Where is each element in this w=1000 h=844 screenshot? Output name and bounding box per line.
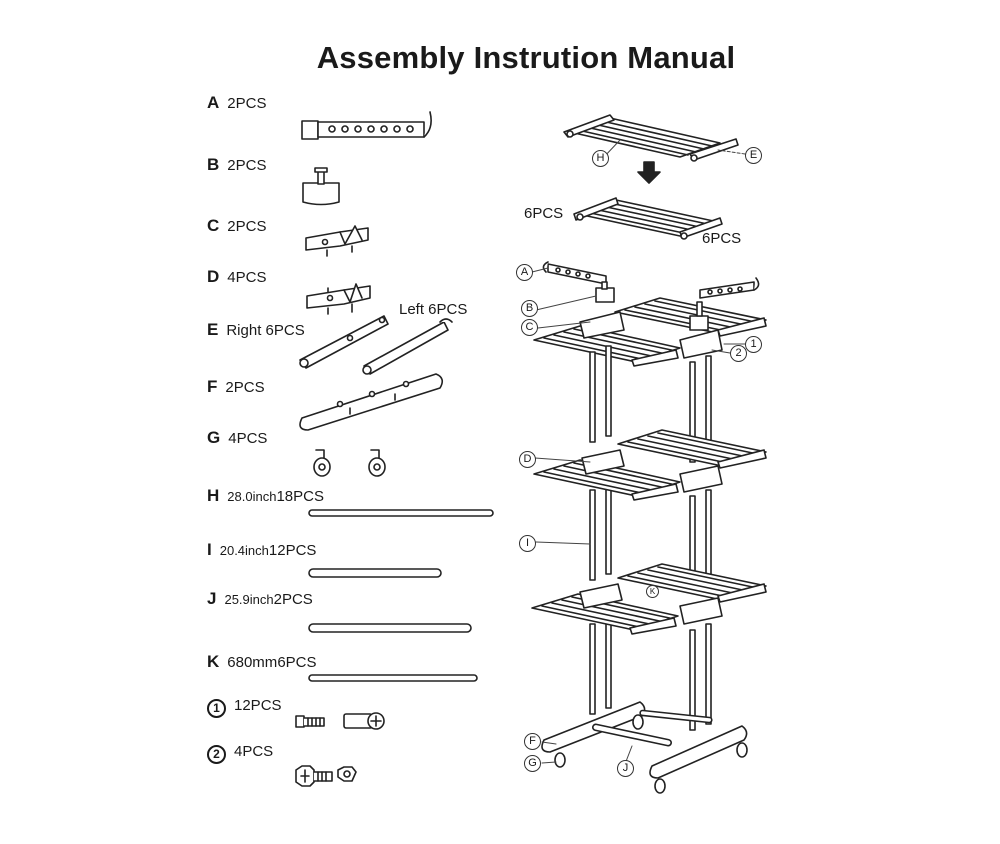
shelf-qty-right-label: 6PCS (702, 230, 742, 247)
callout-1: 1 (745, 336, 762, 353)
part-h-tube-icon (308, 509, 494, 517)
page-title: Assembly Instrution Manual (316, 40, 736, 75)
part-i-tube-icon (308, 568, 442, 578)
part-g-caster-icon (368, 449, 386, 477)
top-shelf-exploded-icon (563, 114, 739, 162)
part-f-base-foot-icon (299, 373, 444, 431)
part-d-connector-icon (306, 283, 371, 315)
rack-base-icon (541, 701, 748, 794)
sleeve-1-icon (343, 712, 385, 730)
callout-h: H (592, 150, 609, 167)
part-a-hanger-bar-icon (301, 111, 432, 140)
part-g-caster-icon (313, 449, 331, 477)
callout-2: 2 (730, 345, 747, 362)
callout-c: C (521, 319, 538, 336)
shelf-qty-left-label: 6PCS (524, 205, 564, 222)
shelf-assembled-icon (573, 197, 723, 240)
callout-d: D (519, 451, 536, 468)
callout-i: I (519, 535, 536, 552)
part-e-right-arm-icon (299, 315, 389, 369)
callout-g: G (524, 755, 541, 772)
vertical-poles-icon (589, 345, 712, 731)
bolt-2-icon (295, 765, 333, 787)
part-j-tube-icon (308, 623, 472, 633)
part-k-tube-icon (308, 674, 478, 682)
callout-a: A (516, 264, 533, 281)
callout-e: E (745, 147, 762, 164)
part-c-connector-icon (305, 225, 369, 257)
nut-2-icon (337, 766, 357, 782)
rack-tier-1-icon (533, 261, 767, 367)
part-e-left-arm-icon (362, 318, 453, 375)
part-e-left-label: Left 6PCS (399, 301, 468, 318)
callout-f: F (524, 733, 541, 750)
rack-tier-3-icon (531, 563, 767, 635)
part-b-block-icon (302, 167, 340, 206)
callout-k: K (646, 585, 659, 598)
screw-1-icon (295, 715, 325, 728)
rack-tier-2-icon (533, 429, 767, 501)
callout-j: J (617, 760, 634, 777)
callout-b: B (521, 300, 538, 317)
down-arrow-icon (637, 161, 661, 184)
